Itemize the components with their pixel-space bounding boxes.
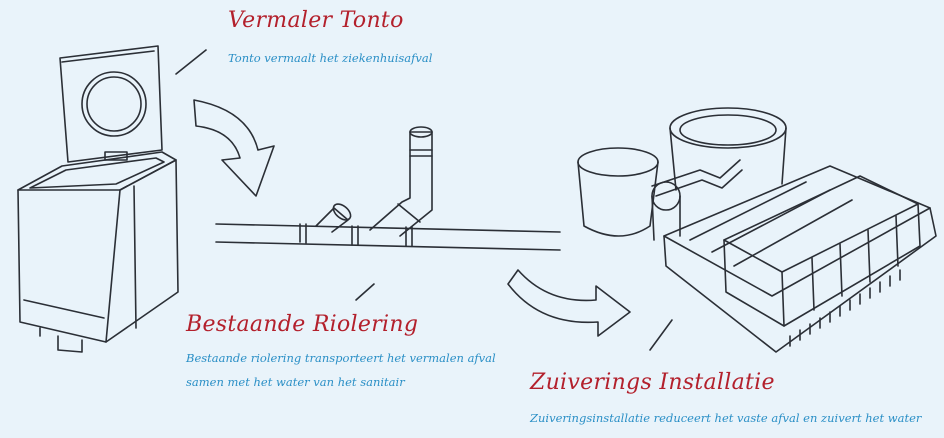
sewer-pipe-illustration (216, 127, 560, 250)
step-2-description-line-2: samen met het water van het sanitair (186, 370, 405, 394)
step-2-title: Bestaande Riolering (186, 312, 418, 337)
arrow-2-icon (508, 270, 630, 336)
step-1-title: Vermaler Tonto (228, 8, 404, 33)
step-1-description: Tonto vermaalt het ziekenhuisafval (228, 46, 432, 70)
step-3-title: Zuiverings Installatie (530, 370, 775, 395)
grinder-tonto-illustration (18, 46, 178, 352)
step-3-description: Zuiveringsinstallatie reduceert het vast… (530, 406, 921, 430)
step-2-description-line-1: Bestaande riolering transporteert het ve… (186, 346, 496, 370)
arrow-1-icon (194, 100, 274, 196)
treatment-installation-illustration (578, 108, 936, 352)
